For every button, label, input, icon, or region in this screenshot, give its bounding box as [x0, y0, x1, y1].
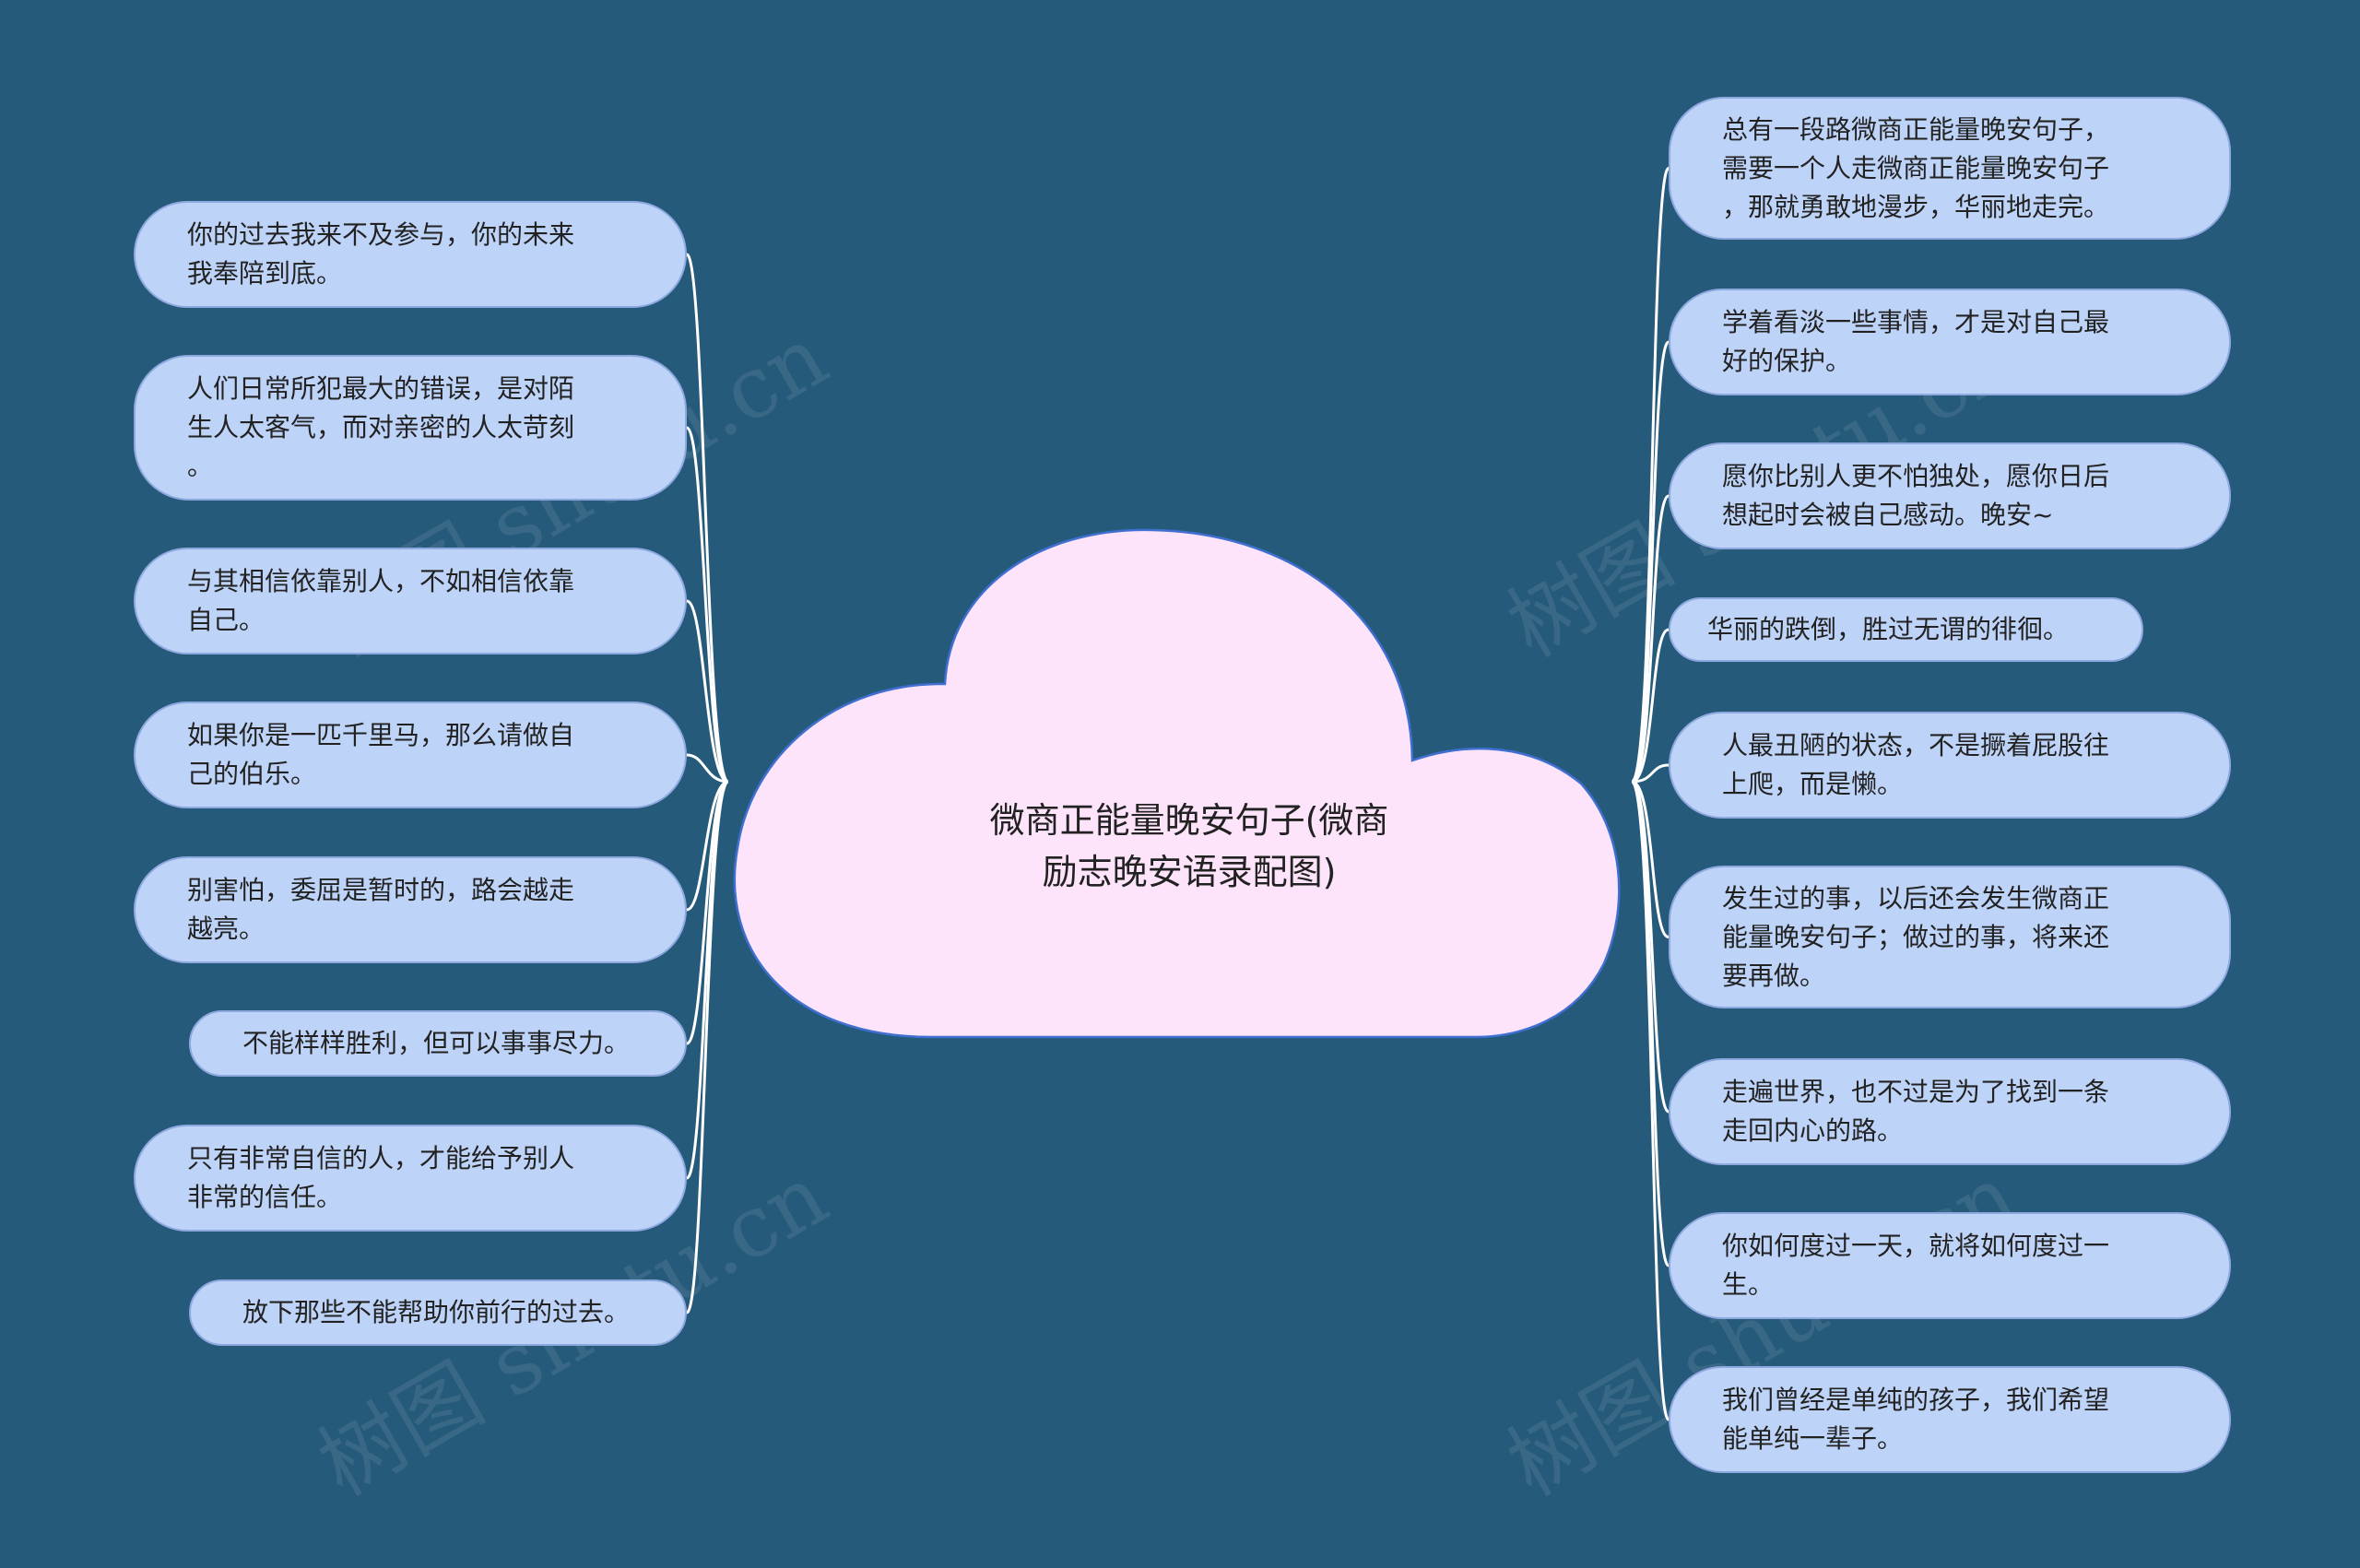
- central-cloud: [733, 528, 1621, 1039]
- link-right-1: [1630, 167, 1670, 784]
- link-left-8: [685, 780, 730, 1315]
- topic-node-label: 人们日常所犯最大的错误，是对陌 生人太客气，而对亲密的人太苛刻 。: [187, 373, 575, 481]
- link-right-2: [1630, 340, 1670, 784]
- topic-node-label: 我们曾经是单纯的孩子，我们希望 能单纯一辈子。: [1722, 1385, 2110, 1454]
- topic-node-right-2[interactable]: 学着看淡一些事情，才是对自己最 好的保护。: [1669, 289, 2231, 395]
- central-topic[interactable]: 微商正能量晚安句子(微商 励志晚安语录配图): [989, 800, 1389, 892]
- topic-node-left-8[interactable]: 放下那些不能帮助你前行的过去。: [189, 1279, 687, 1346]
- topic-node-label: 如果你是一匹千里马，那么请做自 己的伯乐。: [187, 720, 575, 789]
- topic-node-label: 不能样样胜利，但可以事事尽力。: [242, 1028, 631, 1058]
- topic-node-right-9[interactable]: 我们曾经是单纯的孩子，我们希望 能单纯一辈子。: [1669, 1366, 2231, 1473]
- topic-node-left-4[interactable]: 如果你是一匹千里马，那么请做自 己的伯乐。: [134, 701, 687, 808]
- topic-node-left-7[interactable]: 只有非常自信的人，才能给予别人 非常的信任。: [134, 1125, 687, 1232]
- topic-node-label: 愿你比别人更不怕独处，愿你日后 想起时会被自己感动。晚安~: [1722, 461, 2110, 530]
- link-left-2: [685, 426, 729, 784]
- topic-node-left-1[interactable]: 你的过去我来不及参与，你的未来 我奉陪到底。: [134, 201, 687, 308]
- topic-node-label: 发生过的事，以后还会发生微商正 能量晚安句子；做过的事，将来还 要再做。: [1722, 882, 2110, 991]
- topic-node-right-6[interactable]: 发生过的事，以后还会发生微商正 能量晚安句子；做过的事，将来还 要再做。: [1669, 866, 2231, 1008]
- topic-node-left-2[interactable]: 人们日常所犯最大的错误，是对陌 生人太客气，而对亲密的人太苛刻 。: [134, 355, 687, 501]
- topic-node-right-5[interactable]: 人最丑陋的状态，不是撅着屁股往 上爬，而是懒。: [1669, 712, 2231, 819]
- topic-node-label: 华丽的跌倒，胜过无谓的徘徊。: [1707, 614, 2070, 644]
- link-right-3: [1631, 494, 1670, 784]
- link-left-1: [685, 253, 730, 784]
- topic-node-left-6[interactable]: 不能样样胜利，但可以事事尽力。: [189, 1010, 687, 1077]
- topic-node-label: 总有一段路微商正能量晚安句子， 需要一个人走微商正能量晚安句子 ，那就勇敢地漫步…: [1722, 113, 2110, 222]
- topic-node-right-4[interactable]: 华丽的跌倒，胜过无谓的徘徊。: [1669, 597, 2143, 662]
- topic-node-label: 与其相信依靠别人，不如相信依靠 自己。: [187, 566, 575, 635]
- topic-node-label: 只有非常自信的人，才能给予别人 非常的信任。: [187, 1143, 575, 1212]
- link-right-5: [1631, 763, 1670, 784]
- topic-node-label: 别害怕，委屈是暂时的，路会越走 越亮。: [187, 875, 575, 944]
- link-left-5: [686, 780, 729, 912]
- topic-node-left-5[interactable]: 别害怕，委屈是暂时的，路会越走 越亮。: [134, 856, 687, 963]
- topic-node-right-8[interactable]: 你如何度过一天，就将如何度过一 生。: [1669, 1212, 2231, 1319]
- topic-node-label: 学着看淡一些事情，才是对自己最 好的保护。: [1722, 307, 2110, 376]
- topic-node-left-3[interactable]: 与其相信依靠别人，不如相信依靠 自己。: [134, 548, 687, 654]
- topic-node-label: 走遍世界，也不过是为了找到一条 走回内心的路。: [1722, 1077, 2110, 1146]
- link-right-6: [1631, 780, 1670, 938]
- topic-node-label: 放下那些不能帮助你前行的过去。: [242, 1297, 631, 1327]
- link-right-4: [1631, 628, 1670, 784]
- topic-node-right-1[interactable]: 总有一段路微商正能量晚安句子， 需要一个人走微商正能量晚安句子 ，那就勇敢地漫步…: [1669, 97, 2231, 240]
- link-left-4: [686, 753, 729, 784]
- topic-node-label: 你如何度过一天，就将如何度过一 生。: [1722, 1231, 2110, 1300]
- link-right-9: [1630, 780, 1670, 1421]
- topic-node-right-3[interactable]: 愿你比别人更不怕独处，愿你日后 想起时会被自己感动。晚安~: [1669, 442, 2231, 549]
- topic-node-right-7[interactable]: 走遍世界，也不过是为了找到一条 走回内心的路。: [1669, 1058, 2231, 1165]
- topic-node-label: 人最丑陋的状态，不是撅着屁股往 上爬，而是懒。: [1722, 730, 2110, 799]
- topic-node-label: 你的过去我来不及参与，你的未来 我奉陪到底。: [187, 219, 575, 289]
- link-left-3: [686, 599, 729, 784]
